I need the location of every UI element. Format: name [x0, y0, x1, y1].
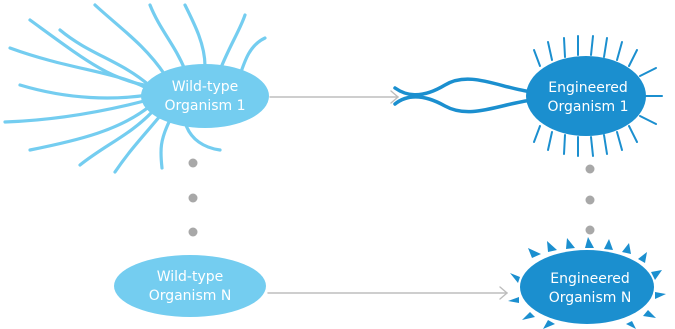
flagella-icon: [393, 77, 534, 114]
engineered-organism-n: Engineered Organism N: [508, 237, 666, 329]
organism-body: [141, 64, 269, 128]
spikes-icon: [508, 237, 666, 329]
vertical-ellipsis-icon: [585, 164, 595, 235]
flagella-icon: [3, 3, 267, 174]
organism-label-line1: Wild-type: [157, 269, 224, 285]
organism-label-line2: Organism N: [149, 288, 232, 304]
arrow-icon: [267, 286, 509, 300]
arrow-icon: [269, 90, 400, 104]
organism-label-line2: Organism 1: [547, 99, 628, 115]
organism-label-line1: Wild-type: [172, 79, 239, 95]
organism-body: [520, 250, 654, 324]
organism-body: [526, 56, 646, 136]
organism-label-line2: Organism N: [549, 290, 632, 306]
organism-label-line1: Engineered: [550, 271, 630, 287]
organism-body: [114, 255, 266, 317]
wild-type-organism-1: Wild-type Organism 1: [3, 3, 269, 174]
pili-icon: [533, 35, 663, 157]
vertical-ellipsis-icon: [188, 158, 198, 237]
organism-label-line1: Engineered: [548, 80, 628, 96]
engineered-organism-1: Engineered Organism 1: [393, 35, 663, 157]
wild-type-organism-n: Wild-type Organism N: [114, 255, 266, 317]
organism-label-line2: Organism 1: [164, 98, 245, 114]
